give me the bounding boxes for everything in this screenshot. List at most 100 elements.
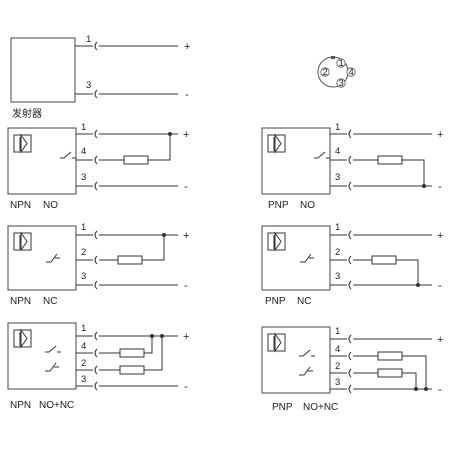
plus-sign: + <box>183 331 189 343</box>
sensor-housing <box>7 225 77 291</box>
sensor-housing <box>261 127 331 195</box>
sensor-symbol-icon <box>273 332 282 353</box>
load-resistor <box>117 255 143 265</box>
sensor-housing <box>261 326 331 394</box>
sensor-symbol-box <box>13 134 32 153</box>
diagram-title-type: NPN <box>10 296 31 307</box>
diagram-title-type: PNP <box>265 296 286 307</box>
minus-sign: - <box>184 280 188 292</box>
load-resistor <box>119 365 145 375</box>
pin-label: 4 <box>81 146 86 157</box>
emitter-pin-3-terminal <box>94 89 98 99</box>
load-resistor <box>119 348 145 358</box>
sensor-housing <box>7 127 77 195</box>
sensor-symbol-box <box>267 232 286 251</box>
minus-sign: - <box>184 381 188 393</box>
pin-label: 3 <box>335 271 340 282</box>
diagram-title-type: PNP <box>268 200 289 211</box>
junction-dot <box>168 132 172 136</box>
junction-dot <box>150 334 154 338</box>
sensor-symbol-box <box>267 333 286 352</box>
load-resistor <box>377 155 403 165</box>
pin-label: 2 <box>335 247 340 258</box>
diagram-pnp-no: 1 4 3 + - PNP NO <box>261 122 443 211</box>
pin-label: 3 <box>81 172 86 183</box>
emitter-housing <box>10 37 76 103</box>
pin-label: 3 <box>81 271 86 282</box>
diagram-npn-nc: 1 2 3 + - NPN NC <box>7 222 189 307</box>
emitter-plus-sign: + <box>184 41 190 53</box>
diagram-title-mode: NO+NC <box>303 402 338 413</box>
sensor-symbol-box <box>13 329 32 348</box>
connector-pin-1 <box>336 58 346 68</box>
load-resistor <box>371 255 397 265</box>
no-switch-icon <box>314 151 330 159</box>
no-switch-icon <box>45 345 61 353</box>
sensor-symbol-icon <box>273 133 282 154</box>
diagram-title-mode: NC <box>297 296 311 307</box>
emitter-pin-3-label: 3 <box>86 80 91 91</box>
load-resistor <box>377 351 403 361</box>
connector-pin-2 <box>320 67 330 77</box>
diagram-pnp-nc: 1 2 3 + - PNP NC <box>261 222 443 307</box>
emitter-pin-1-label: 1 <box>86 34 91 45</box>
diagram-npn-no: 1 4 3 + - NPN NO <box>7 122 189 211</box>
nc-switch-icon <box>299 366 313 376</box>
connector-key <box>331 56 335 59</box>
diagram-title-type: NPN <box>10 200 31 211</box>
pin-label: 2 <box>335 361 340 372</box>
pin-label: 4 <box>335 146 340 157</box>
plus-sign: + <box>183 230 189 242</box>
pin-label: 1 <box>81 323 86 334</box>
load-resistor <box>123 155 149 165</box>
diagram-npn-nonc: 1 4 2 3 + - NPN NO+NC <box>7 322 189 411</box>
sensor-symbol-icon <box>273 231 282 252</box>
connector-pinout: 1 2 3 4 <box>317 56 356 89</box>
load-resistor <box>377 368 403 378</box>
diagram-title-mode: NO <box>300 200 315 211</box>
pin-label: 3 <box>335 377 340 388</box>
minus-sign: - <box>438 384 442 396</box>
sensor-symbol-icon <box>19 133 28 154</box>
plus-sign: + <box>437 129 443 141</box>
nc-switch-icon <box>46 253 60 263</box>
diagram-pnp-nonc: 1 4 2 3 + - PNP NO+NC <box>261 326 443 413</box>
connector-pin-3-label: 3 <box>339 78 344 89</box>
emitter-block: 发射器 1 + 3 - <box>10 34 190 120</box>
sensor-symbol-icon <box>19 231 28 252</box>
connector-pin-3 <box>336 78 346 88</box>
pin-label: 1 <box>335 122 340 133</box>
no-switch-icon <box>60 151 76 159</box>
pin-label: 2 <box>81 247 86 258</box>
emitter-label: 发射器 <box>12 107 42 120</box>
sensor-symbol-icon <box>19 328 28 349</box>
pin-label: 1 <box>81 122 86 133</box>
pin-label: 1 <box>335 222 340 233</box>
diagram-title-mode: NO+NC <box>39 400 74 411</box>
connector-pin-4-label: 4 <box>349 67 354 78</box>
diagram-title-mode: NO <box>43 200 58 211</box>
emitter-minus-sign: - <box>185 89 189 101</box>
diagram-title-type: NPN <box>10 400 31 411</box>
junction-dot <box>160 334 164 338</box>
nc-switch-icon <box>45 362 59 372</box>
plus-sign: + <box>437 334 443 346</box>
sensor-symbol-box <box>13 232 32 251</box>
connector-pin-1-label: 1 <box>339 58 344 69</box>
pin-label: 4 <box>335 344 340 355</box>
pin-label: 1 <box>335 326 340 337</box>
junction-dot <box>162 233 166 237</box>
connector-pin-2-label: 2 <box>323 67 328 78</box>
pin-label: 2 <box>81 358 86 369</box>
plus-sign: + <box>437 230 443 242</box>
connector-pin-4 <box>346 67 356 77</box>
minus-sign: - <box>184 181 188 193</box>
minus-sign: - <box>438 181 442 193</box>
plus-sign: + <box>183 129 189 141</box>
no-switch-icon <box>299 349 315 357</box>
sensor-housing <box>261 225 331 291</box>
pin-label: 4 <box>81 341 86 352</box>
diagram-title-type: PNP <box>272 402 293 413</box>
nc-switch-icon <box>300 253 314 263</box>
